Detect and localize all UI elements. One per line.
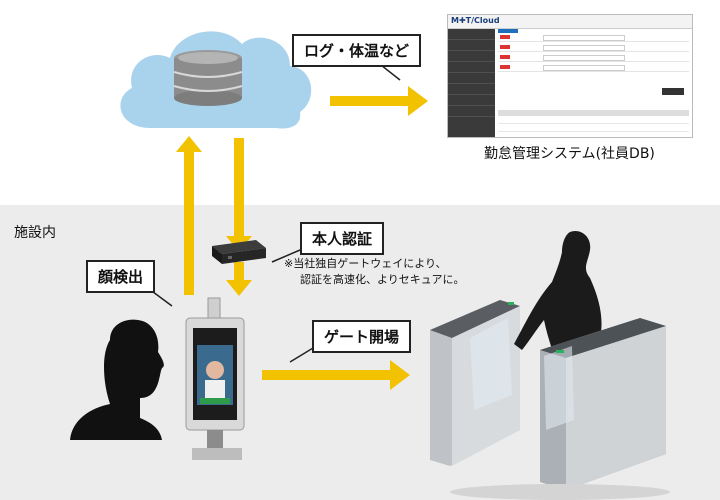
log-temp-callout: ログ・体温など — [292, 34, 422, 67]
attendance-system-screenshot: M✚T/Cloud — [447, 14, 693, 138]
gateway-box-icon — [212, 240, 266, 264]
turnstile-gate-icon — [430, 230, 670, 500]
screenshot-tab — [498, 29, 518, 33]
face-detect-callout: 顔検出 — [86, 260, 156, 293]
screenshot-logo: M✚T/Cloud — [451, 16, 500, 25]
face-terminal-icon — [185, 297, 245, 460]
arrow-up-to-cloud — [176, 136, 202, 295]
system-caption: 勤怠管理システム(社員DB) — [484, 146, 655, 162]
gateway-note-line2: 認証を高速化、よりセキュアに。 — [300, 273, 465, 286]
facility-label: 施設内 — [14, 225, 56, 241]
gate-open-callout: ゲート開場 — [312, 320, 412, 353]
arrow-to-gate — [262, 360, 410, 390]
callout-pointer — [271, 249, 301, 263]
gateway-note-line1: ※当社独自ゲートウェイにより、 — [284, 257, 447, 270]
person-silhouette-icon — [70, 319, 164, 440]
screenshot-table — [498, 110, 689, 137]
screenshot-button — [662, 88, 684, 95]
screenshot-main — [498, 32, 689, 137]
arrow-to-system — [330, 86, 428, 116]
auth-callout: 本人認証 — [300, 222, 385, 255]
arrow-down-from-cloud — [226, 138, 252, 296]
screenshot-sidebar — [448, 29, 495, 137]
screenshot-header: M✚T/Cloud — [448, 15, 692, 29]
cloud-database-icon — [120, 31, 312, 129]
